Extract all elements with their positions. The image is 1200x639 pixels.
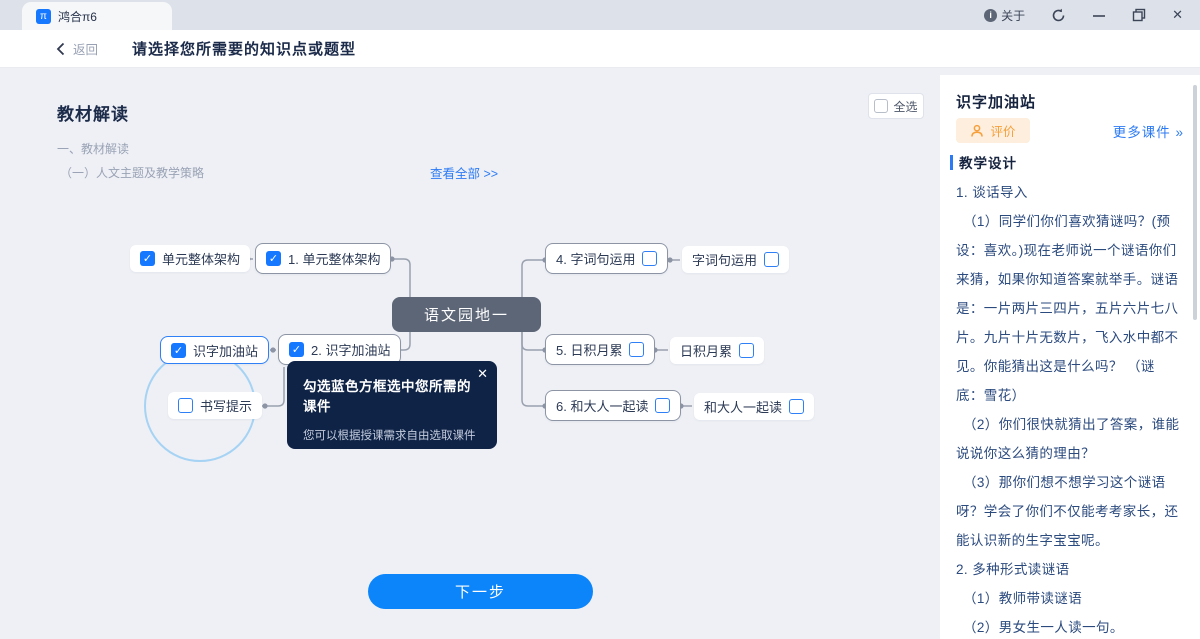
page-title: 请选择您所需要的知识点或题型 (132, 41, 357, 58)
tooltip-title: 勾选蓝色方框选中您所需的课件 (303, 379, 471, 414)
map-node-unit-structure[interactable]: ✓ 单元整体架构 (130, 245, 251, 272)
window-titlebar: π 鸿合π6 i 关于 ✕ (0, 0, 1200, 30)
checkbox-checked[interactable]: ✓ (171, 342, 186, 358)
map-node-literacy-station[interactable]: ✓ 识字加油站 (160, 336, 270, 364)
sub-toolbar: 返回 请选择您所需要的知识点或题型 (0, 30, 1200, 68)
checkbox-unchecked[interactable] (655, 398, 671, 413)
tooltip-close-icon[interactable]: ✕ (477, 366, 488, 381)
about-button[interactable]: i 关于 (975, 1, 1034, 29)
node-label: 2. 识字加油站 (311, 343, 391, 358)
back-button[interactable]: 返回 (56, 39, 98, 58)
guide-tooltip: ✕ 勾选蓝色方框选中您所需的课件 您可以根据授课需求自由选取课件 (287, 361, 497, 449)
lesson-plan-text: 1. 谈话导入 （1）同学们你们喜欢猜谜吗？(预设：喜欢。)现在老师说一个谜语你… (956, 178, 1182, 639)
checkbox-unchecked[interactable] (178, 398, 193, 413)
map-node-words[interactable]: 字词句运用 (682, 246, 790, 273)
close-icon: ✕ (1172, 7, 1183, 22)
checkbox-unchecked[interactable] (642, 251, 658, 266)
map-node-2-literacy-station[interactable]: ✓ 2. 识字加油站 (278, 334, 402, 365)
close-button[interactable]: ✕ (1163, 1, 1192, 29)
node-label: 和大人一起读 (704, 400, 783, 415)
refresh-icon (1052, 8, 1065, 21)
node-label: 1. 单元整体架构 (288, 252, 381, 267)
back-label: 返回 (73, 43, 99, 57)
lesson-paragraph: （3）那你们想不想学习这个谜语呀？学会了你们不仅能考考家长，还能认识新的生字宝宝… (956, 475, 1179, 548)
more-courseware-link[interactable]: 更多课件 » (1112, 125, 1184, 140)
main-area: 全选 教材解读 一、教材解读 （一）人文主题及教学策略 查看全部 >> (0, 68, 1200, 639)
node-label: 5. 日积月累 (556, 343, 623, 358)
lesson-paragraph: （1）同学们你们喜欢猜谜吗？(预设：喜欢。)现在老师说一个谜语你们来猜，如果你知… (956, 214, 1179, 403)
map-center-node: 语文园地一 (392, 297, 541, 332)
medal-person-icon (971, 124, 984, 137)
checkbox-unchecked[interactable] (764, 252, 780, 267)
section-title: 教材解读 (57, 105, 129, 124)
map-node-5-accumulation[interactable]: 5. 日积月累 (545, 334, 656, 365)
about-label: 关于 (1001, 8, 1026, 23)
map-node-1-unit-structure[interactable]: ✓ 1. 单元整体架构 (255, 243, 392, 274)
checkbox-checked[interactable]: ✓ (289, 342, 304, 357)
section-head: 教学设计 (950, 152, 1017, 172)
section-accent-bar (950, 154, 953, 170)
app-tab[interactable]: π 鸿合π6 (22, 2, 172, 30)
chevron-left-icon (56, 42, 65, 55)
panel-scrollbar[interactable] (1193, 85, 1197, 320)
lesson-paragraph: 1. 谈话导入 (956, 185, 1028, 200)
courseware-panel: 识字加油站 评价 更多课件 » 教学设计 1. 谈话导入 （1）同学们你们喜欢猜… (940, 75, 1200, 639)
app-tab-title: 鸿合π6 (58, 9, 97, 24)
map-node-accumulation[interactable]: 日积月累 (670, 337, 765, 364)
lesson-paragraph: （2）你们很快就猜出了答案，谁能说说你这么猜的理由？ (956, 417, 1180, 461)
checkbox-checked[interactable]: ✓ (140, 251, 155, 266)
minimize-button[interactable] (1083, 1, 1115, 29)
lesson-paragraph: （1）教师带读谜语 (963, 591, 1083, 606)
minimize-icon (1093, 15, 1106, 17)
map-node-6-read-with-adults[interactable]: 6. 和大人一起读 (545, 390, 682, 421)
node-label: 日积月累 (680, 344, 733, 359)
select-all-checkbox[interactable] (874, 99, 889, 113)
checkbox-checked[interactable]: ✓ (266, 251, 281, 266)
node-label: 识字加油站 (193, 343, 259, 359)
checkbox-unchecked[interactable] (739, 343, 755, 358)
node-label: 字词句运用 (692, 253, 758, 268)
select-all-label: 全选 (893, 99, 918, 114)
window-controls: i 关于 ✕ (975, 0, 1192, 30)
tooltip-subtitle: 您可以根据授课需求自由选取课件 (303, 430, 476, 442)
select-all-button[interactable]: 全选 (868, 93, 924, 119)
next-step-button[interactable]: 下一步 (368, 574, 593, 609)
restore-button[interactable] (1123, 1, 1155, 29)
info-icon: i (984, 8, 998, 22)
panel-title: 识字加油站 (956, 94, 1037, 111)
node-label: 书写提示 (200, 399, 253, 414)
breadcrumb-line2: （一）人文主题及教学策略 (60, 166, 205, 180)
node-label: 单元整体架构 (162, 252, 241, 267)
map-node-4-words[interactable]: 4. 字词句运用 (545, 243, 669, 274)
node-label: 4. 字词句运用 (556, 252, 636, 267)
refresh-button[interactable] (1042, 1, 1075, 29)
section-label: 教学设计 (959, 156, 1017, 171)
view-all-link[interactable]: 查看全部 >> (430, 167, 499, 181)
map-node-writing-tips[interactable]: 书写提示 (168, 392, 263, 419)
restore-icon (1132, 8, 1146, 22)
breadcrumb-line1: 一、教材解读 (57, 142, 130, 156)
app-logo-icon: π (36, 8, 51, 24)
node-label: 6. 和大人一起读 (556, 399, 649, 414)
rate-badge[interactable]: 评价 (956, 118, 1030, 143)
map-node-read-with-adults[interactable]: 和大人一起读 (694, 393, 815, 420)
lesson-paragraph: （2）男女生一人读一句。 (963, 620, 1124, 635)
rate-label: 评价 (990, 125, 1016, 139)
checkbox-unchecked[interactable] (629, 342, 645, 357)
lesson-paragraph: 2. 多种形式读谜语 (956, 562, 1070, 577)
checkbox-unchecked[interactable] (789, 399, 805, 414)
